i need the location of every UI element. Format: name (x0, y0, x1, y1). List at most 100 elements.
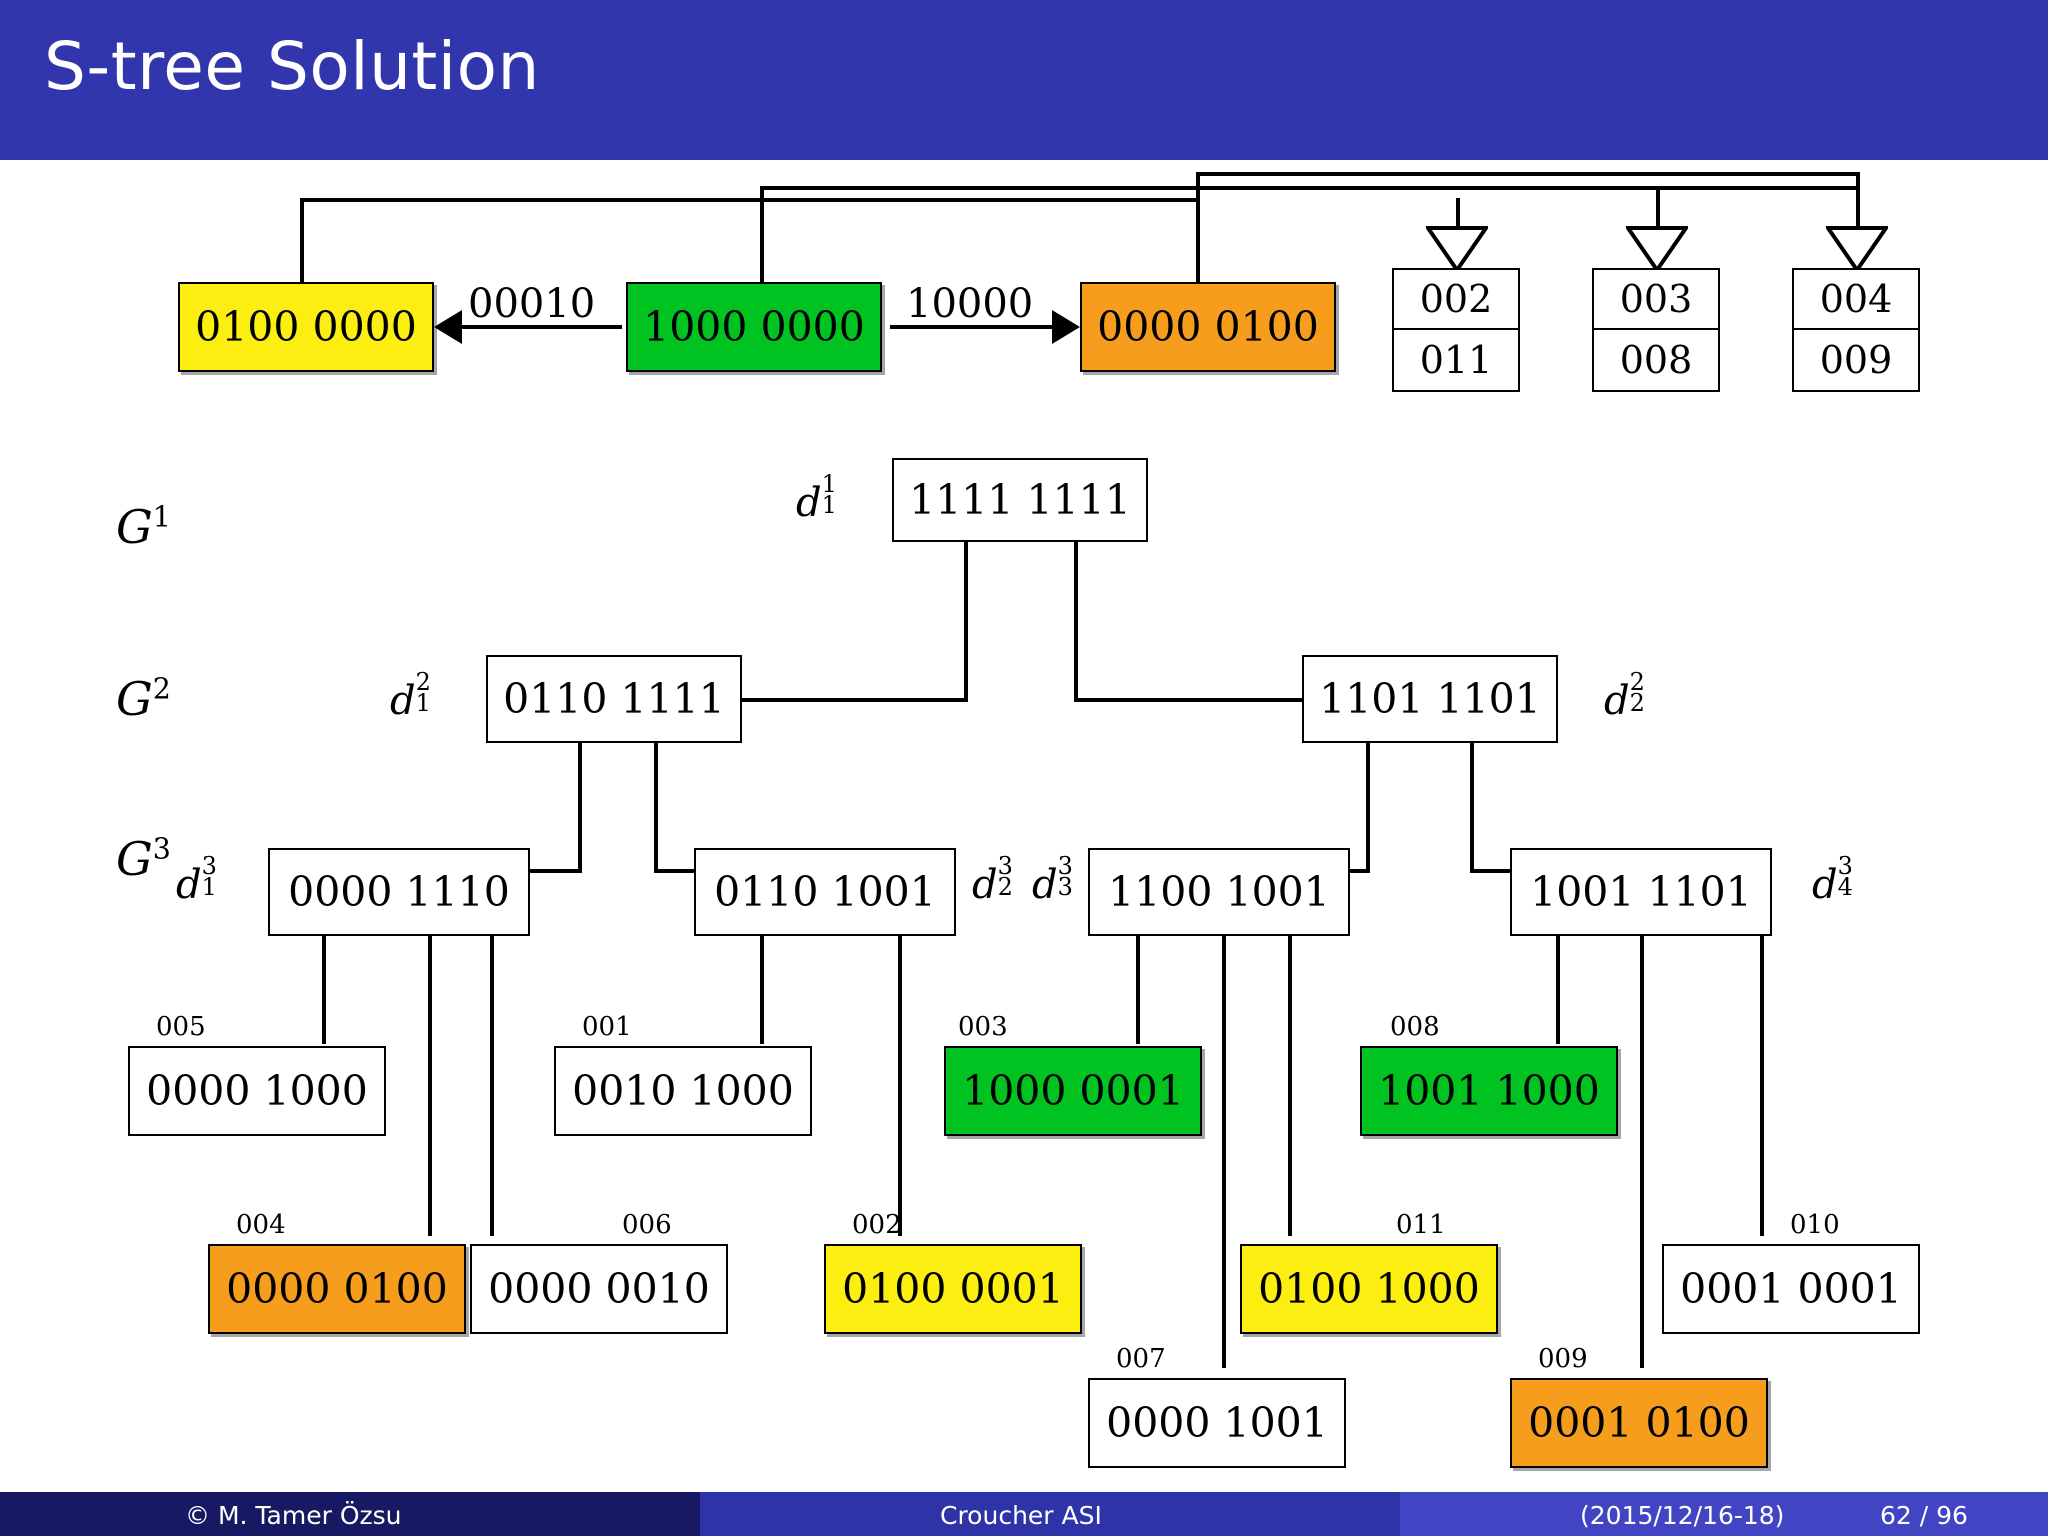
tree-node-d3-4[interactable]: 1001 1101 (1510, 848, 1772, 936)
node-label-d3-3-sub: 3 (1057, 872, 1073, 901)
pointer-box-003[interactable]: 003 008 (1592, 268, 1720, 392)
slide-footer: © M. Tamer Özsu Croucher ASI (2015/12/16… (0, 1492, 2048, 1536)
leaf-box-010[interactable]: 0001 0001 (1662, 1244, 1920, 1334)
footer-venue-segment: Croucher ASI (700, 1492, 1400, 1536)
leaf-connector-010 (1760, 936, 1764, 1236)
node-label-d3-4-sub: 4 (1837, 872, 1853, 901)
leaf-box-004[interactable]: 0000 0100 (208, 1244, 466, 1334)
node-label-d2-1: d 2 1 (390, 668, 431, 724)
record-label-004: 004 (236, 1210, 286, 1240)
leaf-box-002[interactable]: 0100 0001 (824, 1244, 1082, 1334)
node-label-d2-2-base: d (1604, 678, 1630, 724)
tree-node-root[interactable]: 1111 1111 (892, 458, 1148, 542)
pointer-box-002-top: 002 (1394, 270, 1518, 330)
node-label-d3-3-sup: 3 (1057, 852, 1073, 881)
connector-d22-b-h (1470, 869, 1514, 873)
node-label-d3-2-sup: 3 (997, 852, 1013, 881)
node-label-d1-1-base: d (796, 480, 822, 526)
tree-node-d3-1[interactable]: 0000 1110 (268, 848, 530, 936)
rail-upper-left (300, 198, 1200, 202)
node-label-d2-1-sub: 1 (415, 688, 431, 717)
record-label-011: 011 (1396, 1210, 1446, 1240)
node-label-d3-1-base: d (176, 862, 202, 908)
node-label-d3-1-sup: 3 (201, 852, 217, 881)
arrow-down-002-icon (1426, 226, 1488, 272)
connector-d21-b-v (654, 743, 658, 873)
arrow-left-icon (434, 310, 462, 344)
copyright-icon: © (185, 1501, 210, 1530)
node-label-d3-3: d 3 3 (1032, 852, 1073, 908)
level-label-g1-base: G (116, 500, 153, 554)
node-label-d3-2: d 3 2 (972, 852, 1013, 908)
slide-header: S-tree Solution (0, 0, 2048, 160)
record-label-010: 010 (1790, 1210, 1840, 1240)
node-label-d1-1-sup: 1 (821, 470, 837, 499)
signature-box-orange[interactable]: 0000 0100 (1080, 282, 1336, 372)
footer-author-name: M. Tamer Özsu (217, 1501, 402, 1530)
edge-label-10000: 10000 (906, 281, 1034, 327)
leaf-connector-006 (490, 936, 494, 1236)
leaf-box-007[interactable]: 0000 1001 (1088, 1378, 1346, 1468)
tree-node-d3-2[interactable]: 0110 1001 (694, 848, 956, 936)
leaf-connector-007 (1222, 936, 1226, 1368)
connector-d21-b-h (654, 869, 700, 873)
leaf-connector-011 (1288, 936, 1292, 1236)
leaf-box-001[interactable]: 0010 1000 (554, 1046, 812, 1136)
pointer-box-002[interactable]: 002 011 (1392, 268, 1520, 392)
connector-d21-a-h (520, 869, 580, 873)
node-label-d1-1: d 1 1 (796, 470, 837, 526)
footer-author-segment: © M. Tamer Özsu (0, 1492, 700, 1536)
rail-drop-003 (1656, 186, 1660, 232)
signature-box-green[interactable]: 1000 0000 (626, 282, 882, 372)
leaf-box-006[interactable]: 0000 0010 (470, 1244, 728, 1334)
rail-drop-002 (1456, 198, 1460, 232)
level-label-g2: G2 (116, 672, 171, 726)
footer-page-number: 62 / 96 (1880, 1501, 1968, 1530)
level-label-g3-sup: 3 (152, 832, 171, 866)
leaf-box-011[interactable]: 0100 1000 (1240, 1244, 1498, 1334)
leaf-box-005[interactable]: 0000 1000 (128, 1046, 386, 1136)
arrow-right-icon (1052, 310, 1080, 344)
record-label-002: 002 (852, 1210, 902, 1240)
rail-drop-orange (1196, 172, 1200, 286)
pointer-box-004[interactable]: 004 009 (1792, 268, 1920, 392)
rail-drop-004 (1856, 172, 1860, 232)
node-label-d3-4-sup: 3 (1837, 852, 1853, 881)
node-label-d2-1-base: d (390, 678, 416, 724)
node-label-d2-2-sub: 2 (1629, 688, 1645, 717)
pointer-box-004-top: 004 (1794, 270, 1918, 330)
footer-author: © M. Tamer Özsu (185, 1501, 402, 1530)
arrow-line-right (890, 325, 1062, 329)
leaf-connector-005 (322, 936, 326, 1044)
leaf-connector-009 (1640, 936, 1644, 1368)
level-label-g3-base: G (116, 832, 153, 886)
footer-venue: Croucher ASI (940, 1501, 1102, 1530)
pointer-box-003-top: 003 (1594, 270, 1718, 330)
connector-root-left-h (740, 698, 968, 702)
leaf-box-009[interactable]: 0001 0100 (1510, 1378, 1768, 1468)
record-label-009: 009 (1538, 1344, 1588, 1374)
arrow-down-004-icon (1826, 226, 1888, 272)
edge-label-00010: 00010 (468, 281, 596, 327)
leaf-box-008[interactable]: 1001 1000 (1360, 1046, 1618, 1136)
level-label-g1-sup: 1 (152, 500, 171, 534)
record-label-006: 006 (622, 1210, 672, 1240)
page-title: S-tree Solution (44, 28, 540, 105)
node-label-d2-1-sup: 2 (415, 668, 431, 697)
tree-node-d2-1[interactable]: 0110 1111 (486, 655, 742, 743)
leaf-connector-002 (898, 936, 902, 1236)
tree-node-d2-2[interactable]: 1101 1101 (1302, 655, 1558, 743)
rail-top (1196, 172, 1860, 176)
record-label-008: 008 (1390, 1012, 1440, 1042)
signature-box-yellow[interactable]: 0100 0000 (178, 282, 434, 372)
leaf-box-003[interactable]: 1000 0001 (944, 1046, 1202, 1136)
tree-node-d3-3[interactable]: 1100 1001 (1088, 848, 1350, 936)
rail-upper-right (760, 186, 1860, 190)
level-label-g3: G3 (116, 832, 171, 886)
pointer-box-002-bottom: 011 (1419, 338, 1493, 382)
footer-date: (2015/12/16-18) (1580, 1501, 1785, 1530)
node-label-d3-4-base: d (1812, 862, 1838, 908)
node-label-d3-1-sub: 1 (201, 872, 217, 901)
node-label-d1-1-sub: 1 (821, 490, 837, 519)
